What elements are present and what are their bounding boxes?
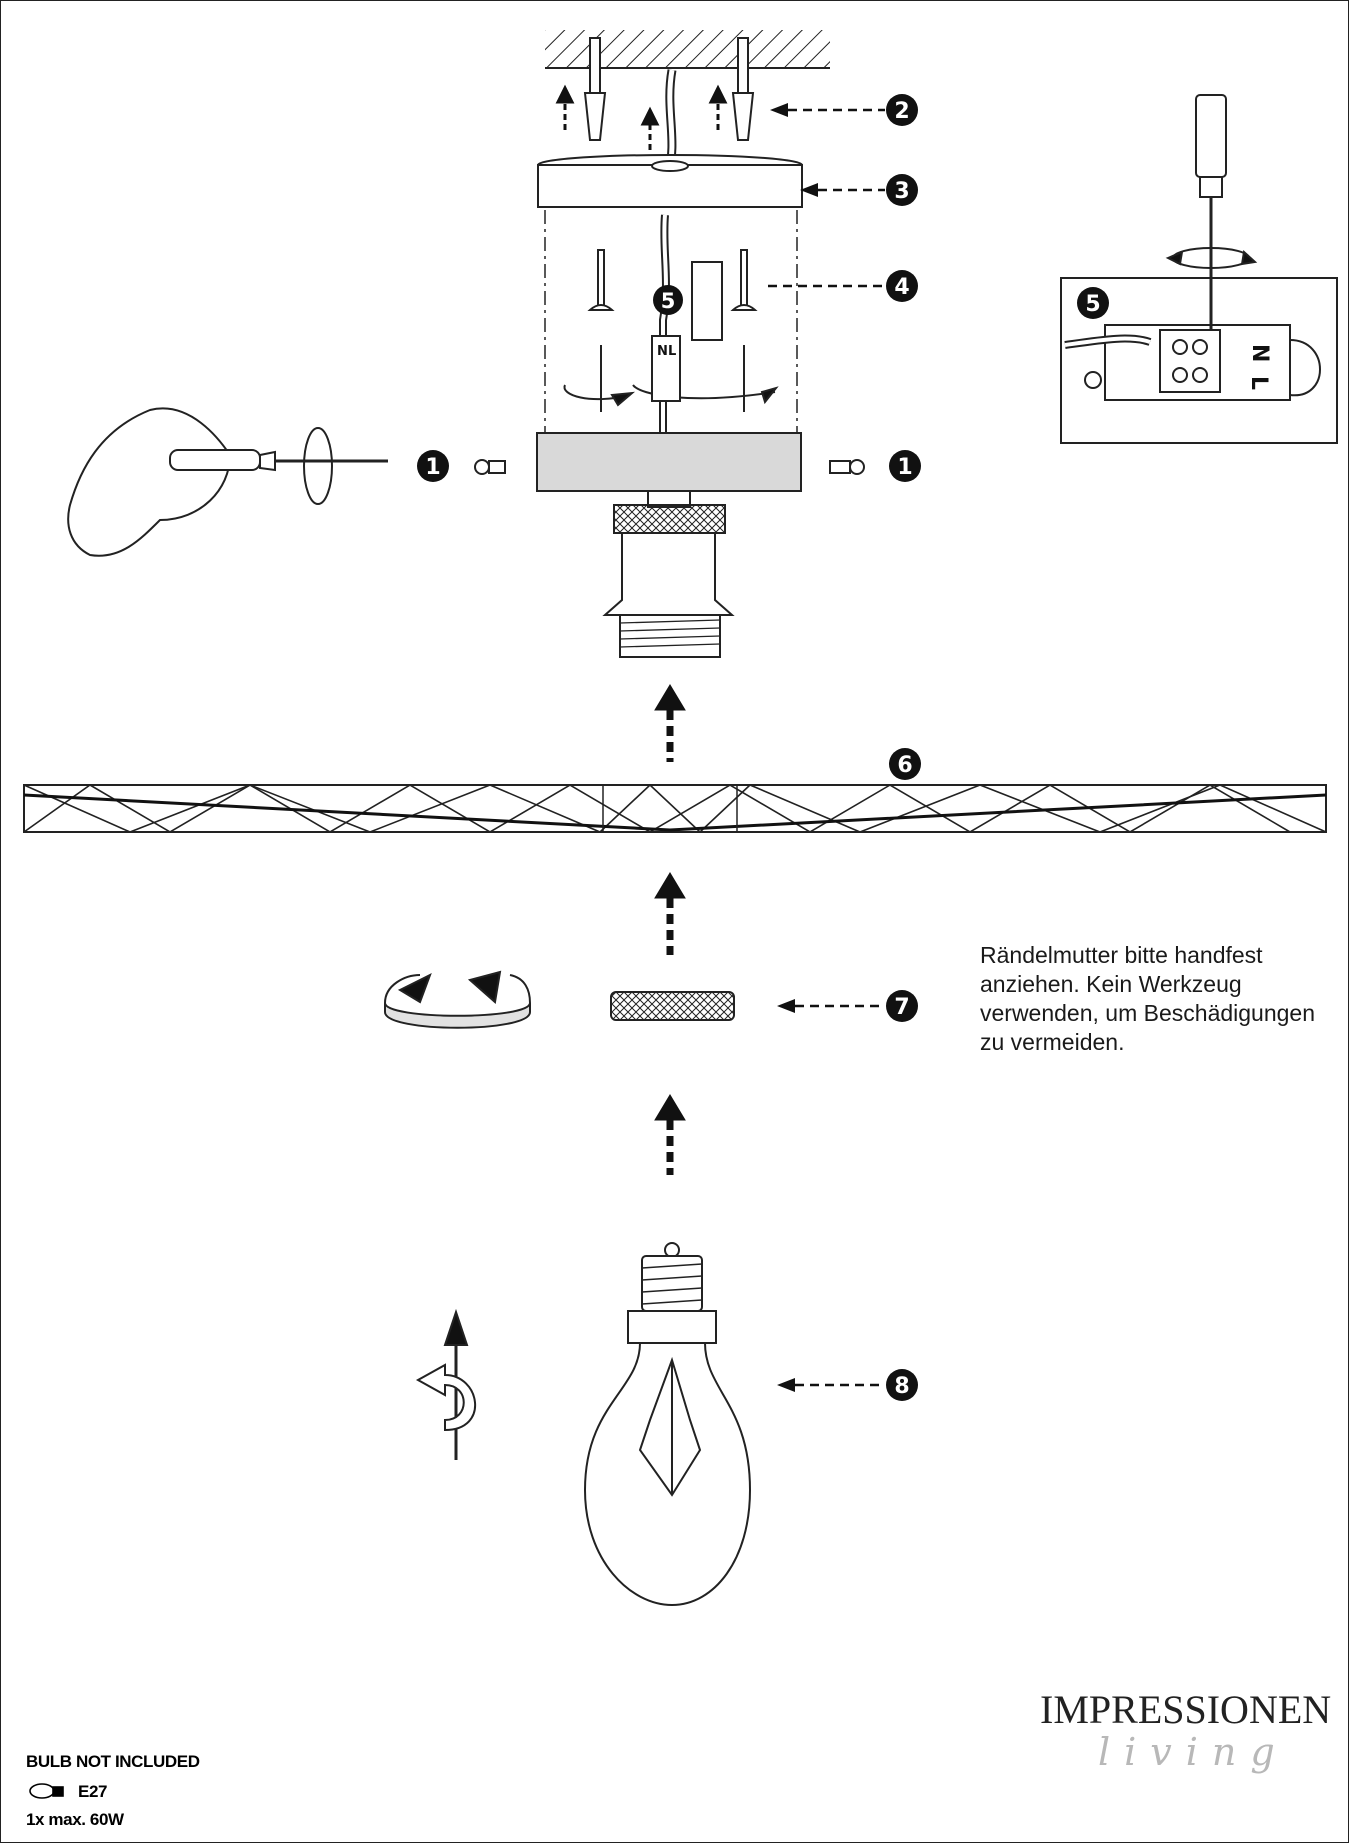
pointer-lines bbox=[768, 108, 885, 1387]
svg-text:2: 2 bbox=[894, 99, 909, 124]
step-badge-7: 7 bbox=[886, 990, 918, 1022]
brand-logo: IMPRESSIONEN living bbox=[1040, 1686, 1340, 1816]
step-badge-1-right: 1 bbox=[889, 450, 921, 482]
svg-text:4: 4 bbox=[894, 275, 909, 300]
bulb-small-icon bbox=[29, 1783, 64, 1799]
detail-n-label: N bbox=[1247, 344, 1272, 362]
brand-sub: living bbox=[1098, 1730, 1289, 1774]
canopy-plate bbox=[537, 154, 803, 208]
step-badge-6: 6 bbox=[889, 748, 921, 780]
svg-text:1: 1 bbox=[897, 455, 912, 480]
step-badge-4: 4 bbox=[886, 270, 918, 302]
terminal-block: N L bbox=[651, 261, 723, 402]
knurled-nut bbox=[610, 991, 735, 1021]
step-badges: 1 1 2 3 4 5 5 6 7 8 bbox=[417, 94, 1109, 1401]
instruction-line: anziehen. Kein Werkzeug bbox=[980, 971, 1242, 997]
wiring-detail-box: N L bbox=[1060, 277, 1338, 444]
instruction-line: verwenden, um Beschädigungen bbox=[980, 1000, 1316, 1026]
svg-text:6: 6 bbox=[897, 753, 912, 778]
screwdriver-hand-icon bbox=[67, 407, 388, 557]
ceiling bbox=[545, 30, 830, 69]
dowel-icon bbox=[583, 37, 755, 141]
terminal-n-label: N bbox=[657, 344, 668, 359]
svg-text:5: 5 bbox=[661, 289, 676, 313]
screw-icon bbox=[587, 249, 758, 412]
lamp-shade bbox=[23, 783, 1327, 834]
socket-type: E27 bbox=[78, 1782, 108, 1801]
instruction-line: zu vermeiden. bbox=[980, 1029, 1125, 1055]
step-badge-2: 2 bbox=[886, 94, 918, 126]
bulb-not-included: BULB NOT INCLUDED bbox=[26, 1752, 200, 1771]
step-badge-5-main: 5 bbox=[653, 285, 683, 315]
pointer-heads bbox=[770, 103, 818, 1392]
terminal-l-label: L bbox=[668, 344, 676, 359]
svg-text:3: 3 bbox=[894, 179, 909, 204]
screw-icon bbox=[474, 459, 865, 475]
svg-text:8: 8 bbox=[894, 1374, 909, 1399]
svg-text:1: 1 bbox=[425, 455, 440, 480]
guide-lines bbox=[544, 210, 798, 435]
max-wattage: 1x max. 60W bbox=[26, 1810, 124, 1829]
step-badge-1-left: 1 bbox=[417, 450, 449, 482]
up-arrow-icon bbox=[654, 684, 686, 1175]
rotation-arrow-icon bbox=[415, 1308, 476, 1460]
screwdriver-icon bbox=[1165, 94, 1258, 330]
step-badge-8: 8 bbox=[886, 1369, 918, 1401]
up-arrow-icon bbox=[555, 84, 728, 150]
svg-text:5: 5 bbox=[1085, 292, 1100, 317]
detail-l-label: L bbox=[1246, 376, 1271, 390]
bulb-icon bbox=[583, 1242, 752, 1607]
instruction-text: Rändelmutter bitte handfest anziehen. Ke… bbox=[980, 941, 1340, 1057]
step-badge-5-detail: 5 bbox=[1077, 287, 1109, 319]
canopy-base bbox=[536, 432, 802, 492]
brand-name: IMPRESSIONEN bbox=[1040, 1687, 1332, 1732]
rotation-arrow-icon bbox=[384, 970, 531, 1029]
lamp-socket-icon bbox=[602, 490, 735, 658]
step-badge-3: 3 bbox=[886, 174, 918, 206]
svg-text:7: 7 bbox=[894, 995, 909, 1020]
instruction-line: Rändelmutter bitte handfest bbox=[980, 942, 1263, 968]
